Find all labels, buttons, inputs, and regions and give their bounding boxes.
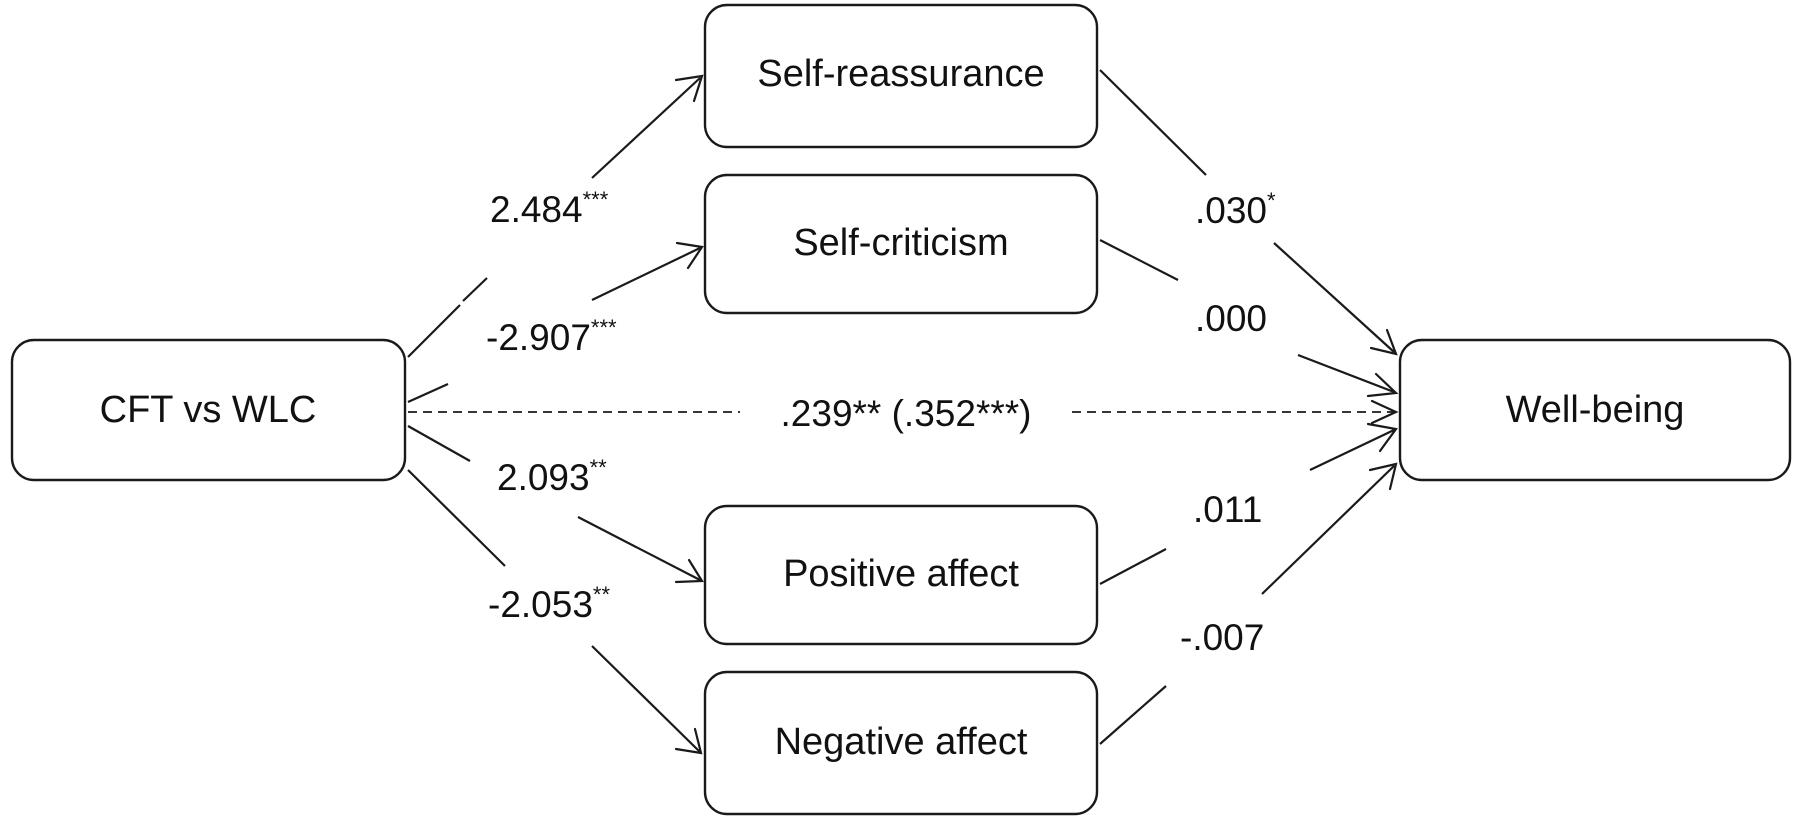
arrowhead bbox=[674, 74, 704, 103]
path-b-self-reassurance bbox=[1099, 69, 1398, 356]
node-well-being-label: Well-being bbox=[1506, 389, 1685, 431]
path-b-self-criticism bbox=[1099, 239, 1399, 398]
node-self-reassurance: Self-reassurance bbox=[703, 3, 1099, 149]
path-a-positive-affect bbox=[407, 425, 704, 584]
coef-a-positive-affect: 2.093** bbox=[497, 455, 607, 498]
node-positive-affect-label: Positive affect bbox=[783, 553, 1019, 595]
coef-b-self-reassurance: .030* bbox=[1195, 188, 1276, 231]
coef-a-negative-affect: -2.053** bbox=[488, 582, 610, 625]
arrowhead bbox=[675, 241, 704, 270]
coef-b-negative-affect: -.007 bbox=[1180, 617, 1264, 658]
path-a-negative-affect bbox=[407, 469, 703, 755]
coef-b-self-criticism: .000 bbox=[1195, 298, 1267, 339]
path-b-negative-affect bbox=[1099, 462, 1398, 745]
node-self-criticism-label: Self-criticism bbox=[793, 222, 1008, 264]
arrowhead bbox=[1368, 462, 1398, 491]
node-predictor-label: CFT vs WLC bbox=[100, 389, 317, 431]
coef-direct-path: .239** (.352***) bbox=[781, 393, 1032, 434]
coef-b-positive-affect: .011 bbox=[1193, 489, 1262, 530]
node-negative-affect-label: Negative affect bbox=[775, 721, 1028, 763]
node-negative-affect: Negative affect bbox=[703, 670, 1099, 816]
path-a-self-criticism bbox=[407, 241, 704, 404]
node-self-reassurance-label: Self-reassurance bbox=[757, 53, 1044, 95]
arrowhead bbox=[1370, 399, 1399, 425]
node-positive-affect: Positive affect bbox=[703, 504, 1099, 646]
coef-a-self-reassurance: 2.484*** bbox=[490, 187, 609, 230]
path-direct bbox=[408, 399, 1399, 425]
arrowhead bbox=[1369, 328, 1398, 356]
arrowhead bbox=[674, 727, 703, 755]
path-a-self-reassurance bbox=[407, 74, 704, 358]
node-self-criticism: Self-criticism bbox=[703, 173, 1099, 315]
arrowhead bbox=[674, 558, 704, 584]
node-predictor: CFT vs WLC bbox=[10, 338, 407, 482]
node-well-being: Well-being bbox=[1398, 338, 1792, 482]
coef-a-self-criticism: -2.907*** bbox=[486, 315, 617, 358]
path-b-positive-affect bbox=[1099, 422, 1398, 585]
arrowhead bbox=[1366, 422, 1398, 453]
arrowhead bbox=[1366, 372, 1399, 398]
